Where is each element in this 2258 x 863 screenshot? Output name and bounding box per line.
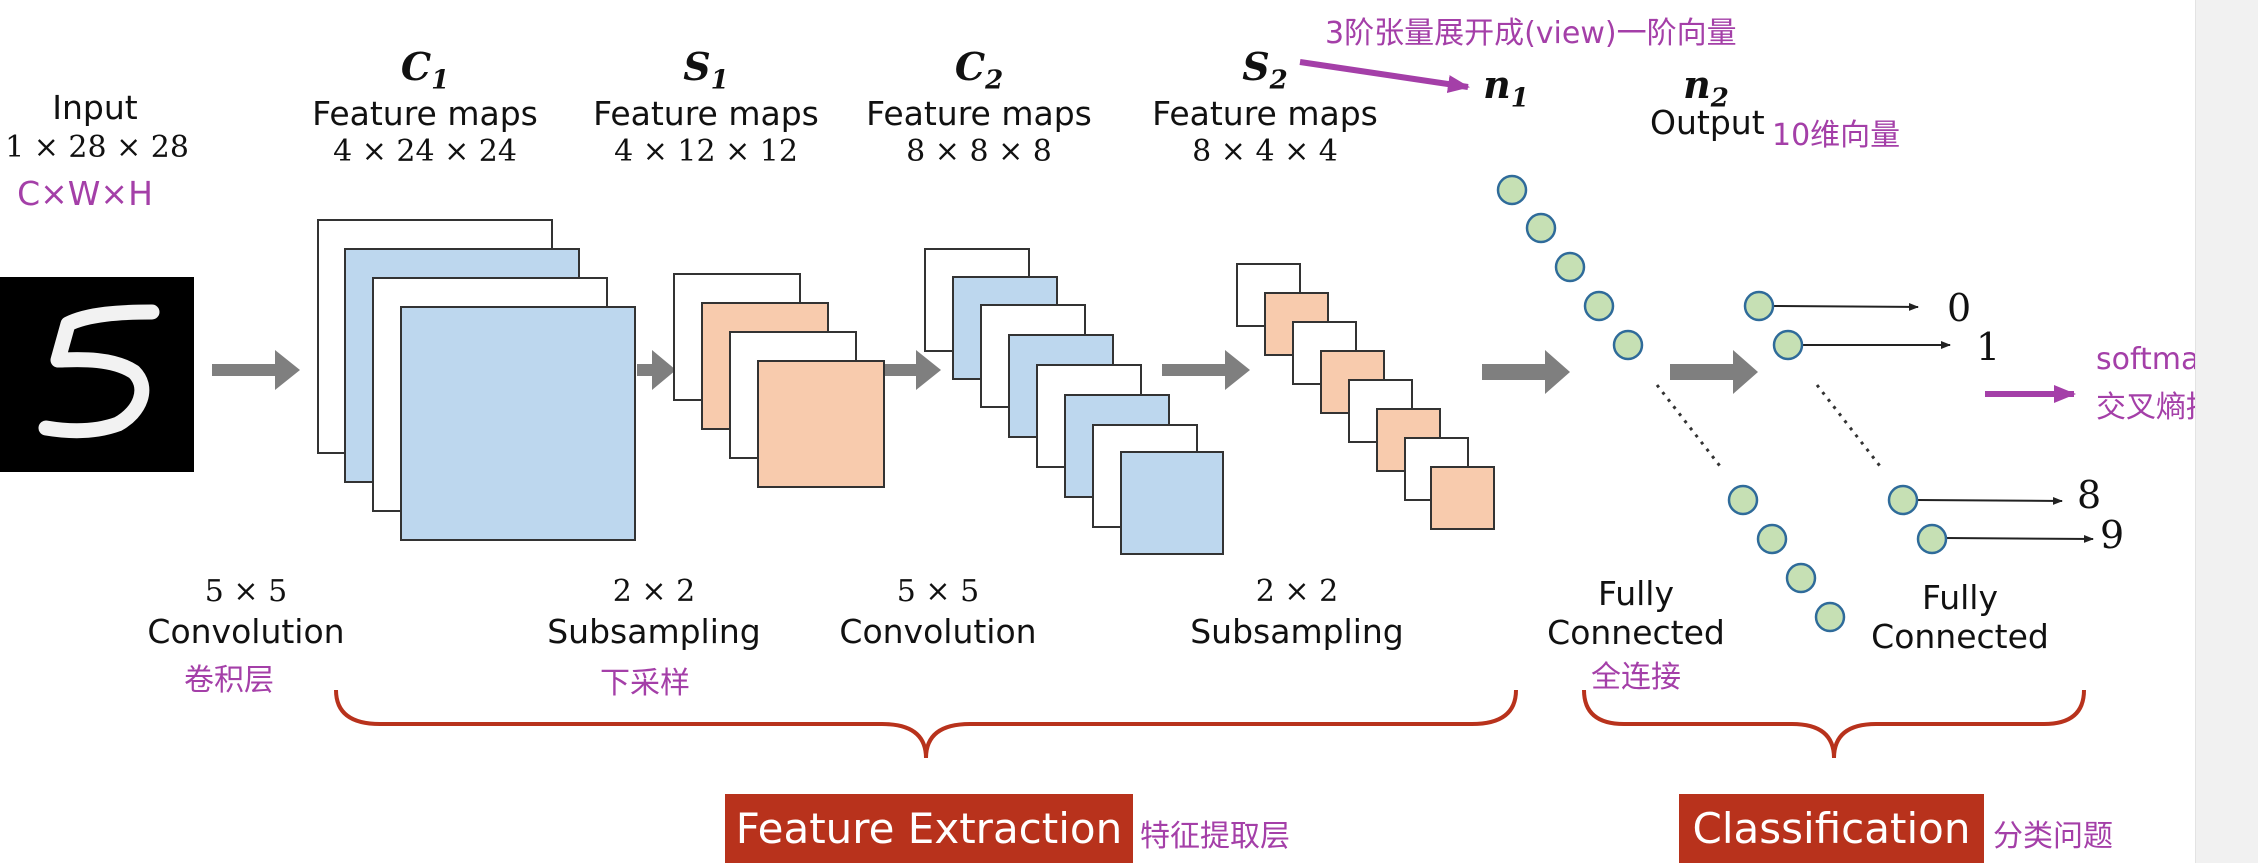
s2-feature-maps [1236,263,1495,530]
s2-dims: 8 × 4 × 4 [1192,134,1338,169]
feature-extraction-note: 特征提取层 [1140,819,1290,854]
arrow-s2-to-n1 [1482,350,1570,394]
n2-node [1772,329,1804,361]
fc1-line1: Fully [1598,574,1674,613]
s1-label: Feature maps [593,94,819,133]
s1-dims: 4 × 12 × 12 [614,134,798,169]
c1-dims: 4 × 24 × 24 [333,134,517,169]
n1-node [1583,290,1615,322]
conv2-name: Convolution [839,612,1037,651]
n1-ellipsis-dots [1655,384,1725,471]
output-label-8: 8 [2077,473,2102,517]
n1-node [1727,484,1759,516]
classification-brace [1582,689,2086,759]
n1-node [1554,251,1586,283]
n1-node [1814,601,1846,633]
arrow-input-to-c1 [212,350,300,390]
c2-label: Feature maps [866,94,1092,133]
sub2-size: 2 × 2 [1255,574,1339,609]
fc1-note: 全连接 [1591,660,1681,695]
sub2-name: Subsampling [1190,612,1404,651]
input-dims: 1 × 28 × 28 [5,130,189,165]
n2-ellipsis-dots [1815,384,1885,471]
c2-feature-maps [924,248,1224,555]
n1-node [1496,174,1528,206]
c1-feature-maps [317,219,636,541]
flatten-note: 3阶张量展开成(view)一阶向量 [1325,16,1737,51]
output-label-0: 0 [1947,286,1972,330]
fc2-line1: Fully [1922,578,1998,617]
arrow-s1-to-c2 [884,350,941,390]
c1-label: Feature maps [312,94,538,133]
n2-symbol: n2 [1683,62,1729,114]
arrow-c1-to-s1 [637,350,676,390]
output-label-1: 1 [1976,325,2001,369]
n2-nodes [1743,290,2094,555]
sub1-size: 2 × 2 [612,574,696,609]
c2-dims: 8 × 8 × 8 [906,134,1052,169]
conv1-size: 5 × 5 [204,574,288,609]
s1-feature-maps [673,273,885,488]
s2-symbol: S2 [1242,44,1288,96]
n1-node [1756,523,1788,555]
n1-node [1612,329,1644,361]
arrow-c2-to-s2 [1162,350,1250,390]
arrow-n1-to-n2 [1670,350,1758,394]
n2-output-label: Output [1650,103,1765,142]
sub1-note: 下采样 [600,666,690,701]
s1-symbol: S1 [683,44,729,96]
fc2-line2: Connected [1871,617,2049,656]
conv1-name: Convolution [147,612,345,651]
output-arrow-8 [1916,496,2063,505]
c2-symbol: C2 [954,44,1004,96]
conv2-size: 5 × 5 [896,574,980,609]
flatten-arrow [1299,59,1470,93]
input-label: Input [52,88,138,127]
forward-arrows [212,350,1758,394]
vertical-scrollbar[interactable] [2195,0,2258,863]
output-arrow-9 [1945,534,2094,543]
n2-output-note: 10维向量 [1772,118,1901,153]
output-arrow-0 [1772,302,1919,311]
fc1-line2: Connected [1547,613,1725,652]
feature-extraction-brace [334,689,1518,759]
conv1-note: 卷积层 [184,663,274,698]
n1-node [1525,212,1557,244]
input-shape-note: C×W×H [17,174,153,213]
n1-node [1785,562,1817,594]
n1-nodes [1496,174,1846,633]
n2-node [1887,484,1919,516]
s2-label: Feature maps [1152,94,1378,133]
feature-extraction-label: Feature Extraction [725,794,1133,863]
output-label-9: 9 [2100,513,2125,557]
classification-note: 分类问题 [1993,819,2113,854]
sub1-name: Subsampling [547,612,761,651]
input-digit-image [0,277,194,472]
n1-symbol: n1 [1483,62,1529,114]
c1-symbol: C1 [400,44,450,96]
classification-label: Classification [1679,794,1984,863]
n2-node [1916,523,1948,555]
n2-node [1743,290,1775,322]
